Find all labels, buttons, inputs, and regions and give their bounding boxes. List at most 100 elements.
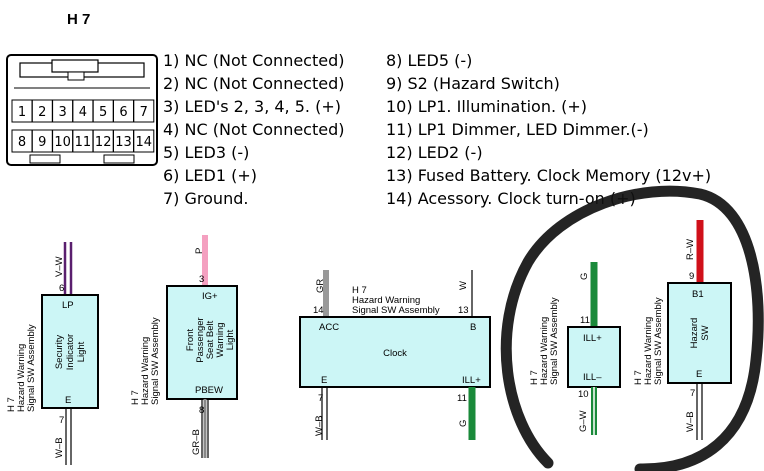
clock-term-b: B [470, 322, 476, 333]
hazard-term-top: B1 [692, 289, 704, 300]
hazard-box [667, 282, 732, 384]
pin-desc-2: 2) NC (Not Connected) [163, 74, 345, 93]
pin-desc-1: 1) NC (Not Connected) [163, 51, 345, 70]
connector-pin-number: 12 [95, 135, 112, 150]
illum-assembly-line1: H 7 [529, 370, 540, 385]
connector-pin-number: 14 [136, 135, 153, 150]
security-label-2: Indicator [65, 334, 76, 370]
clock-pin-e: 7 [318, 393, 323, 404]
pin-desc-13: 13) Fused Battery. Clock Memory (12v+) [386, 166, 711, 185]
seatbelt-wire-top-label: P [194, 248, 205, 254]
security-wire-top-label: V–W [54, 256, 65, 277]
connector-pin-number: 10 [54, 135, 71, 150]
security-assembly-line1: H 7 [6, 397, 17, 412]
security-term-top: LP [62, 300, 74, 311]
pin-desc-4: 4) NC (Not Connected) [163, 120, 345, 139]
clock-label: Clock [383, 348, 407, 359]
illum-pin-top: 11 [580, 315, 590, 326]
connector-pin-number: 4 [79, 105, 87, 120]
hazard-term-bottom: E [696, 369, 702, 380]
illum-wire-bottom-label: G–W [578, 410, 589, 432]
hazard-assembly-line1: H 7 [633, 370, 644, 385]
connector-pin-number: 9 [38, 135, 46, 150]
security-term-bottom: E [65, 395, 71, 406]
connector-pin-number: 6 [119, 105, 127, 120]
connector-pin-number: 7 [140, 105, 148, 120]
seatbelt-assembly-line3: Signal SW Assembly [150, 317, 161, 405]
hazard-pin-top: 9 [689, 271, 694, 282]
security-pin-bottom: 7 [59, 415, 64, 426]
seatbelt-pin-bottom: 8 [199, 405, 204, 416]
illum-term-top: ILL+ [583, 333, 602, 344]
clock-term-e: E [321, 375, 327, 386]
hazard-wire-top-label: R–W [685, 239, 696, 260]
hazard-pin-bottom: 7 [690, 388, 695, 399]
illum-term-bottom: ILL– [583, 372, 602, 383]
seatbelt-label-2: Passenger [195, 317, 206, 362]
connector-pin-number: 13 [115, 135, 132, 150]
clock-term-ill: ILL+ [462, 375, 481, 386]
pin-desc-11: 11) LP1 Dimmer, LED Dimmer.(-) [386, 120, 649, 139]
connector-pin-cell [133, 99, 155, 123]
security-label-3: Light [76, 341, 87, 362]
pin-desc-3: 3) LED's 2, 3, 4, 5. (+) [163, 97, 341, 116]
clock-assembly-line3: Signal SW Assembly [352, 305, 440, 316]
clock-wire-acc-label: GR [315, 279, 326, 293]
connector-pin-number: 11 [75, 135, 92, 150]
clock-wire-ill-label: G [458, 420, 469, 427]
seatbelt-label-4: Warning [215, 322, 226, 357]
illum-wire-top-label: G [579, 273, 590, 280]
seatbelt-wire-bottom-label: GR–B [191, 429, 202, 455]
illum-pin-bottom: 10 [578, 389, 589, 400]
clock-term-acc: ACC [319, 322, 339, 333]
hazard-label-2: SW [700, 325, 711, 340]
clock-box [299, 316, 491, 388]
seatbelt-light-component: P 3 IG+ Front Passenger Seat Belt Warnin… [130, 235, 238, 458]
pin-desc-8: 8) LED5 (-) [386, 51, 472, 70]
seatbelt-label-1: Front [185, 329, 196, 352]
illum-assembly-line3: Signal SW Assembly [549, 297, 560, 385]
pin-desc-6: 6) LED1 (+) [163, 166, 257, 185]
security-pin-top: 6 [59, 283, 64, 294]
connector-pin-number: 2 [38, 105, 46, 120]
seatbelt-assembly-line2: Hazard Warning [140, 337, 151, 405]
connector-pin-number: 5 [99, 105, 107, 120]
pin-desc-5: 5) LED3 (-) [163, 143, 249, 162]
seatbelt-label-3: Seat Belt [205, 320, 216, 359]
clock-component: GR 14 ACC W 13 B Clock E 7 W–B ILL+ 11 G… [299, 270, 491, 440]
clock-assembly-line1: H 7 [352, 285, 367, 296]
seatbelt-label-5: Light [225, 329, 236, 350]
clock-wire-e-label: W–B [314, 415, 325, 436]
hazard-wire-bottom-label: W–B [685, 411, 696, 432]
clock-assembly-line2: Hazard Warning [352, 295, 420, 306]
pin-desc-7: 7) Ground. [163, 189, 248, 208]
pin-desc-14: 14) Acessory. Clock turn-on (+) [386, 189, 636, 208]
seatbelt-term-bottom: PBEW [195, 385, 223, 396]
pin-desc-10: 10) LP1. Illumination. (+) [386, 97, 587, 116]
clock-pin-acc: 14 [313, 305, 324, 316]
security-label-1: Security [54, 335, 65, 370]
hazard-assembly-line3: Signal SW Assembly [653, 297, 664, 385]
hazard-label-1: Hazard [689, 318, 700, 349]
pin-desc-12: 12) LED2 (-) [386, 143, 483, 162]
security-indicator-component: V–W 6 LP Security Indicator Light E 7 W–… [6, 242, 99, 465]
hazard-assembly-line2: Hazard Warning [643, 317, 654, 385]
illum-assembly-line2: Hazard Warning [539, 317, 550, 385]
illum-box [567, 326, 621, 388]
clock-pin-b: 13 [458, 305, 469, 316]
connector-pin-number: 1 [18, 105, 26, 120]
clock-pin-ill: 11 [457, 393, 467, 404]
security-assembly-line3: Signal SW Assembly [26, 324, 37, 412]
highlight-circle [500, 185, 764, 471]
pin-desc-9: 9) S2 (Hazard Switch) [386, 74, 560, 93]
seatbelt-pin-top: 3 [199, 274, 204, 285]
clock-wire-b-label: W [458, 281, 469, 290]
connector-pin-number: 8 [18, 135, 26, 150]
connector-pin-number: 3 [58, 105, 66, 120]
security-assembly-line2: Hazard Warning [16, 344, 27, 412]
connector-pin-cell [133, 129, 155, 153]
security-box [41, 294, 99, 409]
seatbelt-term-top: IG+ [202, 291, 218, 302]
